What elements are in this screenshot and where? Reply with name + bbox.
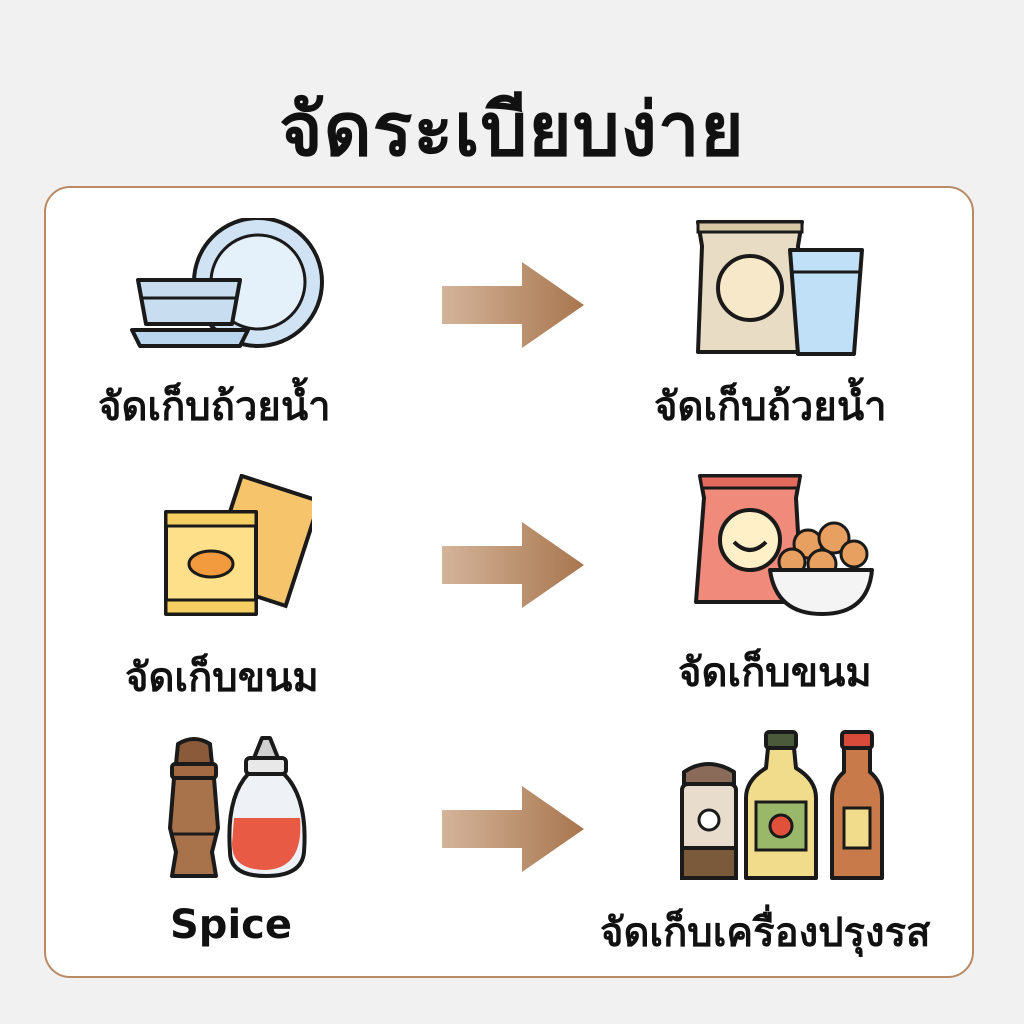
row2-right-label: จัดเก็บขนม <box>678 650 872 696</box>
snack-packets-icon <box>164 474 312 616</box>
row3-right-label: จัดเก็บเครื่องปรุงรส <box>600 910 931 956</box>
snack-bag-and-glass-icon <box>696 220 864 356</box>
row2-left-label: จัดเก็บขนม <box>125 655 319 701</box>
row3-left-label: Spice <box>170 902 292 948</box>
arrow-right-icon <box>442 522 584 608</box>
arrow-right-icon <box>442 262 584 348</box>
chips-bag-and-bowl-icon <box>694 474 874 616</box>
row1-left-label: จัดเก็บถ้วยน้ำ <box>98 384 331 430</box>
arrow-right-icon <box>442 786 584 872</box>
row1-right-label: จัดเก็บถ้วยน้ำ <box>654 384 887 430</box>
pepper-mill-and-shaker-icon <box>168 736 307 878</box>
dishes-icon <box>130 218 324 348</box>
page-title: จัดระเบียบง่าย <box>279 87 745 173</box>
condiment-bottles-icon <box>680 730 884 880</box>
